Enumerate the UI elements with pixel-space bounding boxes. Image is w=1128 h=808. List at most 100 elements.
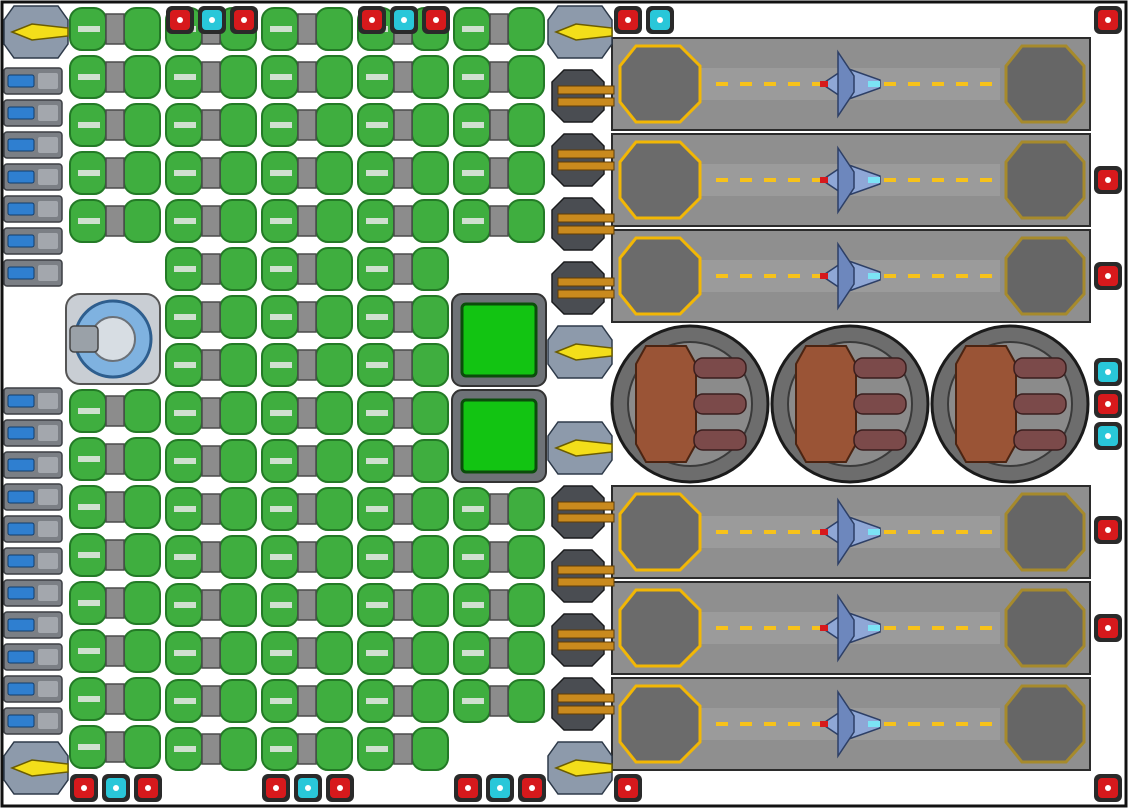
fuel-tank-icon[interactable] (453, 151, 545, 195)
fuel-tank-icon[interactable] (261, 343, 353, 387)
hangar-bay-icon[interactable] (611, 37, 1091, 131)
fuel-tank-icon[interactable] (357, 583, 449, 627)
rocket-launcher-icon[interactable] (770, 324, 930, 484)
fuel-tank-icon[interactable] (165, 103, 257, 147)
red-node-icon[interactable] (358, 6, 386, 34)
cannon-turret-icon[interactable] (551, 69, 615, 123)
battery-cell-icon[interactable] (3, 259, 63, 287)
fuel-tank-icon[interactable] (165, 55, 257, 99)
battery-cell-icon[interactable] (3, 227, 63, 255)
cannon-turret-icon[interactable] (551, 133, 615, 187)
fuel-tank-icon[interactable] (453, 487, 545, 531)
fuel-tank-icon[interactable] (357, 343, 449, 387)
fuel-tank-icon[interactable] (261, 151, 353, 195)
hangar-bay-icon[interactable] (611, 581, 1091, 675)
red-node-icon[interactable] (1094, 262, 1122, 290)
fuel-tank-icon[interactable] (261, 727, 353, 771)
cannon-turret-icon[interactable] (551, 677, 615, 731)
fuel-tank-icon[interactable] (453, 199, 545, 243)
battery-cell-icon[interactable] (3, 675, 63, 703)
cannon-turret-icon[interactable] (551, 197, 615, 251)
fuel-tank-icon[interactable] (261, 247, 353, 291)
cyan-node-icon[interactable] (1094, 422, 1122, 450)
battery-cell-icon[interactable] (3, 163, 63, 191)
fuel-tank-icon[interactable] (165, 679, 257, 723)
battery-cell-icon[interactable] (3, 387, 63, 415)
fuel-tank-icon[interactable] (357, 727, 449, 771)
thruster-icon[interactable] (3, 741, 69, 795)
reactor-core-icon[interactable] (451, 389, 547, 483)
thruster-icon[interactable] (547, 325, 613, 379)
cannon-turret-icon[interactable] (551, 613, 615, 667)
fuel-tank-icon[interactable] (261, 7, 353, 51)
fuel-tank-icon[interactable] (357, 439, 449, 483)
battery-cell-icon[interactable] (3, 547, 63, 575)
fuel-tank-icon[interactable] (261, 391, 353, 435)
fuel-tank-icon[interactable] (69, 7, 161, 51)
fuel-tank-icon[interactable] (261, 55, 353, 99)
red-node-icon[interactable] (230, 6, 258, 34)
fuel-tank-icon[interactable] (357, 199, 449, 243)
fuel-tank-icon[interactable] (453, 55, 545, 99)
fuel-tank-icon[interactable] (165, 583, 257, 627)
fuel-tank-icon[interactable] (261, 631, 353, 675)
red-node-icon[interactable] (1094, 166, 1122, 194)
fuel-tank-icon[interactable] (165, 391, 257, 435)
fuel-tank-icon[interactable] (261, 439, 353, 483)
fighter-ship-icon[interactable] (820, 593, 881, 663)
fuel-tank-icon[interactable] (261, 487, 353, 531)
red-node-icon[interactable] (518, 774, 546, 802)
red-node-icon[interactable] (614, 6, 642, 34)
battery-cell-icon[interactable] (3, 195, 63, 223)
fuel-tank-icon[interactable] (357, 535, 449, 579)
cyan-node-icon[interactable] (486, 774, 514, 802)
red-node-icon[interactable] (454, 774, 482, 802)
thruster-icon[interactable] (547, 5, 613, 59)
fuel-tank-icon[interactable] (357, 679, 449, 723)
battery-cell-icon[interactable] (3, 419, 63, 447)
fuel-tank-icon[interactable] (69, 725, 161, 769)
battery-cell-icon[interactable] (3, 643, 63, 671)
fuel-tank-icon[interactable] (453, 631, 545, 675)
red-node-icon[interactable] (1094, 614, 1122, 642)
fuel-tank-icon[interactable] (165, 727, 257, 771)
battery-cell-icon[interactable] (3, 579, 63, 607)
fighter-ship-icon[interactable] (820, 689, 881, 759)
fuel-tank-icon[interactable] (165, 199, 257, 243)
fighter-ship-icon[interactable] (820, 497, 881, 567)
fuel-tank-icon[interactable] (165, 151, 257, 195)
battery-cell-icon[interactable] (3, 67, 63, 95)
fuel-tank-icon[interactable] (357, 487, 449, 531)
fighter-ship-icon[interactable] (820, 241, 881, 311)
fuel-tank-icon[interactable] (357, 55, 449, 99)
hangar-bay-icon[interactable] (611, 485, 1091, 579)
fuel-tank-icon[interactable] (165, 247, 257, 291)
fuel-tank-icon[interactable] (357, 391, 449, 435)
fuel-tank-icon[interactable] (165, 295, 257, 339)
red-node-icon[interactable] (1094, 6, 1122, 34)
rocket-launcher-icon[interactable] (930, 324, 1090, 484)
fuel-tank-icon[interactable] (69, 533, 161, 577)
fuel-tank-icon[interactable] (69, 629, 161, 673)
fuel-tank-icon[interactable] (165, 439, 257, 483)
fuel-tank-icon[interactable] (357, 103, 449, 147)
fuel-tank-icon[interactable] (261, 535, 353, 579)
red-node-icon[interactable] (1094, 774, 1122, 802)
red-node-icon[interactable] (422, 6, 450, 34)
battery-cell-icon[interactable] (3, 451, 63, 479)
red-node-icon[interactable] (1094, 516, 1122, 544)
fuel-tank-icon[interactable] (453, 103, 545, 147)
red-node-icon[interactable] (262, 774, 290, 802)
battery-cell-icon[interactable] (3, 131, 63, 159)
fuel-tank-icon[interactable] (165, 343, 257, 387)
cyan-node-icon[interactable] (198, 6, 226, 34)
fighter-ship-icon[interactable] (820, 145, 881, 215)
cyan-node-icon[interactable] (102, 774, 130, 802)
fuel-tank-icon[interactable] (261, 199, 353, 243)
hangar-bay-icon[interactable] (611, 133, 1091, 227)
battery-cell-icon[interactable] (3, 707, 63, 735)
battery-cell-icon[interactable] (3, 611, 63, 639)
fuel-tank-icon[interactable] (453, 583, 545, 627)
fuel-tank-icon[interactable] (69, 581, 161, 625)
fuel-tank-icon[interactable] (69, 389, 161, 433)
